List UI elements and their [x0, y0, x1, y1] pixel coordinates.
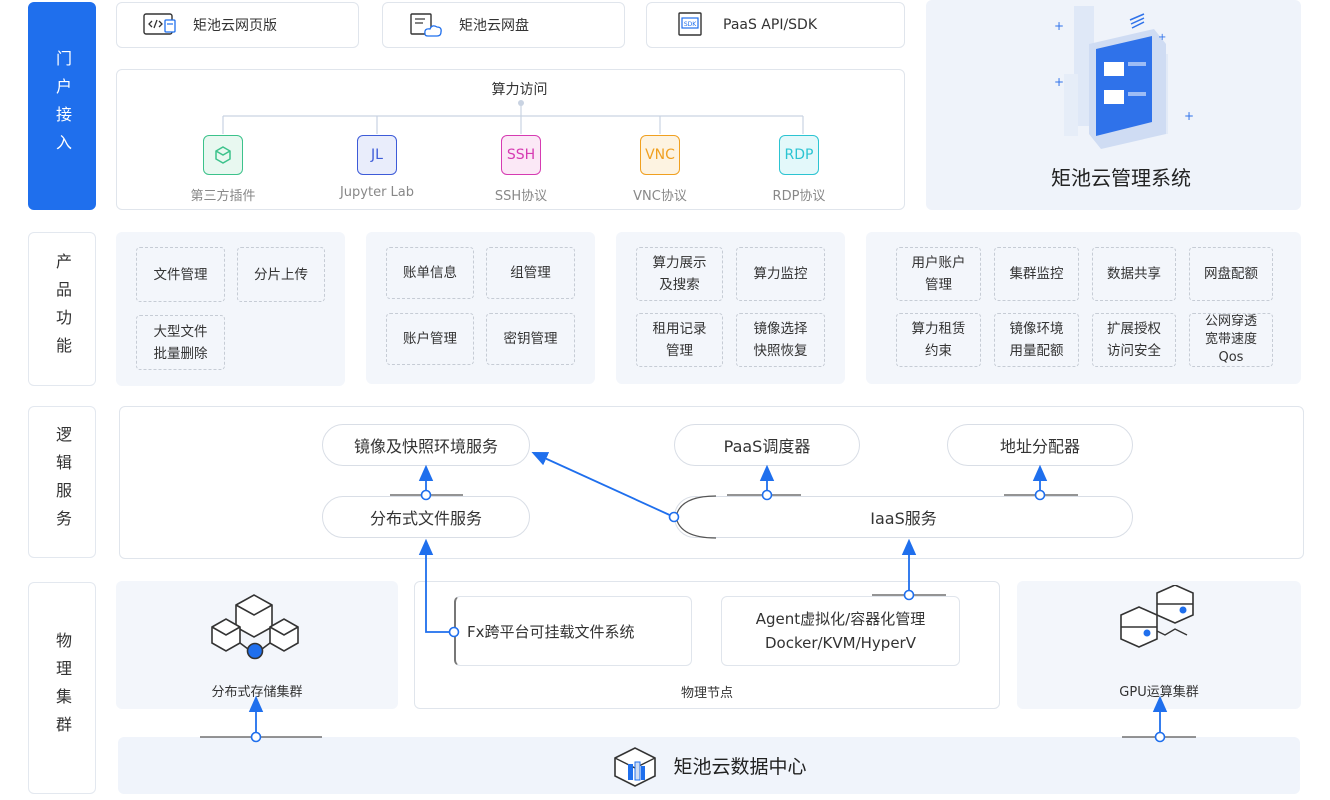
access-tool-badge: JL [357, 135, 397, 175]
product-group-account [366, 232, 595, 384]
access-tool-4[interactable]: RDP RDP协议 [739, 135, 859, 204]
portal-web-card[interactable]: 矩池云网页版 [116, 2, 359, 48]
web-code-icon [143, 13, 176, 35]
sdk-icon: SDK [678, 12, 702, 36]
svg-text:+: + [1054, 75, 1064, 89]
feature-billing[interactable]: 账单信息 [386, 247, 474, 299]
fx-filesystem-label: Fx跨平台可挂载文件系统 [467, 622, 635, 641]
portal-api-label: PaaS API/SDK [723, 17, 818, 33]
management-system-title: 矩池云管理系统 [1051, 166, 1191, 190]
svg-text:+: + [1054, 19, 1064, 33]
portal-web-label: 矩池云网页版 [193, 18, 277, 34]
datacenter-content: 矩池云数据中心 [118, 737, 1300, 794]
storage-cluster-panel: 分布式存储集群 [116, 581, 398, 709]
paas-scheduler[interactable]: PaaS调度器 [674, 424, 860, 466]
access-tool-3[interactable]: VNC VNC协议 [600, 135, 720, 204]
storage-cluster-label: 分布式存储集群 [211, 685, 303, 700]
layer-label-portal: 门户接入 [28, 2, 96, 210]
access-tool-badge: VNC [640, 135, 680, 175]
portal-disk-label: 矩池云网盘 [459, 18, 529, 34]
access-tool-label: RDP协议 [772, 189, 826, 204]
datacenter-icon [614, 746, 657, 787]
svg-text:+: + [1184, 109, 1194, 123]
product-group-compute [616, 232, 845, 384]
management-illustration: + + + + [1054, 6, 1194, 149]
product-group-admin [866, 232, 1301, 384]
feature-bulk-delete[interactable]: 大型文件 批量删除 [136, 315, 225, 370]
agent-line2: Docker/KVM/HyperV [764, 634, 916, 652]
layer-label-logic: 逻辑服务 [28, 406, 96, 558]
svg-text:SDK: SDK [684, 21, 697, 28]
portal-api-card[interactable]: SDK PaaS API/SDK [646, 2, 905, 48]
access-tool-label: Jupyter Lab [339, 185, 415, 200]
feature-compute-search[interactable]: 算力展示 及搜索 [636, 247, 723, 301]
feature-user-accounts[interactable]: 用户账户 管理 [896, 247, 981, 301]
svg-text:+: + [1158, 32, 1166, 43]
cloud-disk-icon [410, 13, 442, 37]
access-tool-label: VNC协议 [633, 189, 687, 204]
feature-image-quota[interactable]: 镜像环境 用量配额 [994, 313, 1079, 367]
access-tool-2[interactable]: SSH SSH协议 [461, 135, 581, 204]
feature-network-qos[interactable]: 公网穿透 宽带速度 Qos [1189, 313, 1273, 367]
feature-rental-constraints[interactable]: 算力租赁 约束 [896, 313, 981, 367]
iaas-service[interactable]: IaaS服务 [674, 496, 1133, 538]
feature-auth-security[interactable]: 扩展授权 访问安全 [1092, 313, 1176, 367]
layer-physical-text: 物理集群 [53, 632, 72, 744]
gpu-cluster-label: GPU运算集群 [1119, 685, 1199, 700]
feature-key-management[interactable]: 密钥管理 [486, 313, 575, 365]
feature-account-management[interactable]: 账户管理 [386, 313, 474, 365]
portal-disk-card[interactable]: 矩池云网盘 [382, 2, 625, 48]
feature-data-sharing[interactable]: 数据共享 [1092, 247, 1176, 301]
plugin-cube-icon [203, 135, 243, 175]
physical-node-label: 物理节点 [680, 686, 733, 701]
feature-file-management[interactable]: 文件管理 [136, 247, 225, 302]
access-tool-badge: SSH [501, 135, 541, 175]
access-tool-label: SSH协议 [494, 189, 548, 204]
datacenter-panel: 矩池云数据中心 [118, 737, 1300, 794]
fx-filesystem-card[interactable]: Fx跨平台可挂载文件系统 [454, 596, 692, 666]
access-tool-label: 第三方插件 [190, 189, 256, 204]
feature-group-management[interactable]: 组管理 [486, 247, 575, 299]
layer-label-product: 产品功能 [28, 232, 96, 386]
feature-disk-quota[interactable]: 网盘配额 [1189, 247, 1273, 301]
layer-product-text: 产品功能 [53, 253, 72, 365]
storage-cubes-icon [211, 594, 299, 660]
access-tool-1[interactable]: JL Jupyter Lab [317, 135, 437, 200]
feature-chunk-upload[interactable]: 分片上传 [237, 247, 325, 302]
layer-logic-text: 逻辑服务 [53, 426, 72, 538]
access-tool-badge: RDP [779, 135, 819, 175]
distributed-file-service[interactable]: 分布式文件服务 [322, 496, 530, 538]
access-tool-0[interactable]: 第三方插件 [163, 135, 283, 204]
gpu-cluster-panel: GPU运算集群 [1017, 581, 1301, 709]
image-snapshot-service[interactable]: 镜像及快照环境服务 [322, 424, 530, 466]
feature-rental-records[interactable]: 租用记录 管理 [636, 313, 723, 367]
agent-card[interactable]: Agent虚拟化/容器化管理 Docker/KVM/HyperV [721, 596, 960, 666]
compute-access-title: 算力访问 [491, 82, 548, 98]
layer-portal-text: 门户接入 [53, 50, 72, 162]
address-allocator[interactable]: 地址分配器 [947, 424, 1133, 466]
layer-label-physical: 物理集群 [28, 582, 96, 794]
product-group-files [116, 232, 345, 386]
feature-image-snapshot[interactable]: 镜像选择 快照恢复 [736, 313, 825, 367]
feature-cluster-monitor[interactable]: 集群监控 [994, 247, 1079, 301]
feature-compute-monitor[interactable]: 算力监控 [736, 247, 825, 301]
datacenter-label: 矩池云数据中心 [673, 756, 807, 778]
agent-line1: Agent虚拟化/容器化管理 [755, 610, 926, 628]
gpu-server-icon [1120, 585, 1194, 648]
management-system-panel: + + + + 矩池云管理系统 [926, 0, 1301, 210]
